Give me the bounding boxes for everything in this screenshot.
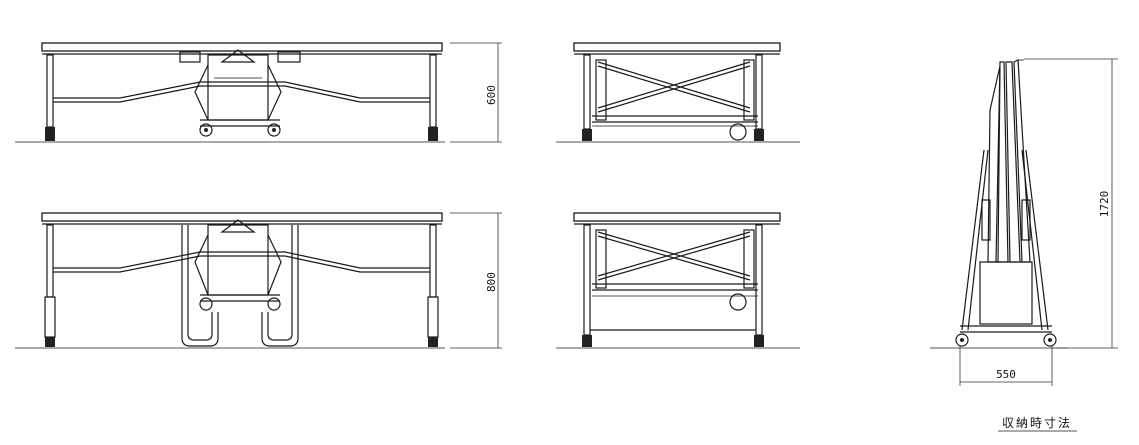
side-view-low (556, 42, 800, 143)
storage-view: 1720 550 収納時寸法 (930, 58, 1118, 432)
table-top (573, 42, 781, 52)
table-top (41, 42, 443, 52)
side-view-high (556, 212, 800, 349)
front-view-high: 800 (15, 212, 502, 349)
table-top (573, 212, 781, 222)
leg-right (429, 54, 437, 128)
table-top (41, 212, 443, 222)
dimension-storage-depth: 550 (996, 368, 1016, 381)
storage-caption: 収納時寸法 (1002, 416, 1072, 430)
dimension-height-high: 800 (485, 272, 498, 292)
wheel (199, 123, 213, 137)
wheel (267, 123, 281, 137)
wheel (729, 123, 747, 141)
front-view-low: 600 (15, 42, 502, 143)
foot-right (428, 127, 438, 141)
wheel (1043, 333, 1057, 347)
leg-left (46, 54, 54, 128)
center-chassis (207, 54, 269, 121)
dimension-height-low: 600 (485, 85, 498, 105)
foot-left (45, 127, 55, 141)
dimension-storage-height: 1720 (1098, 191, 1111, 218)
wheel (955, 333, 969, 347)
